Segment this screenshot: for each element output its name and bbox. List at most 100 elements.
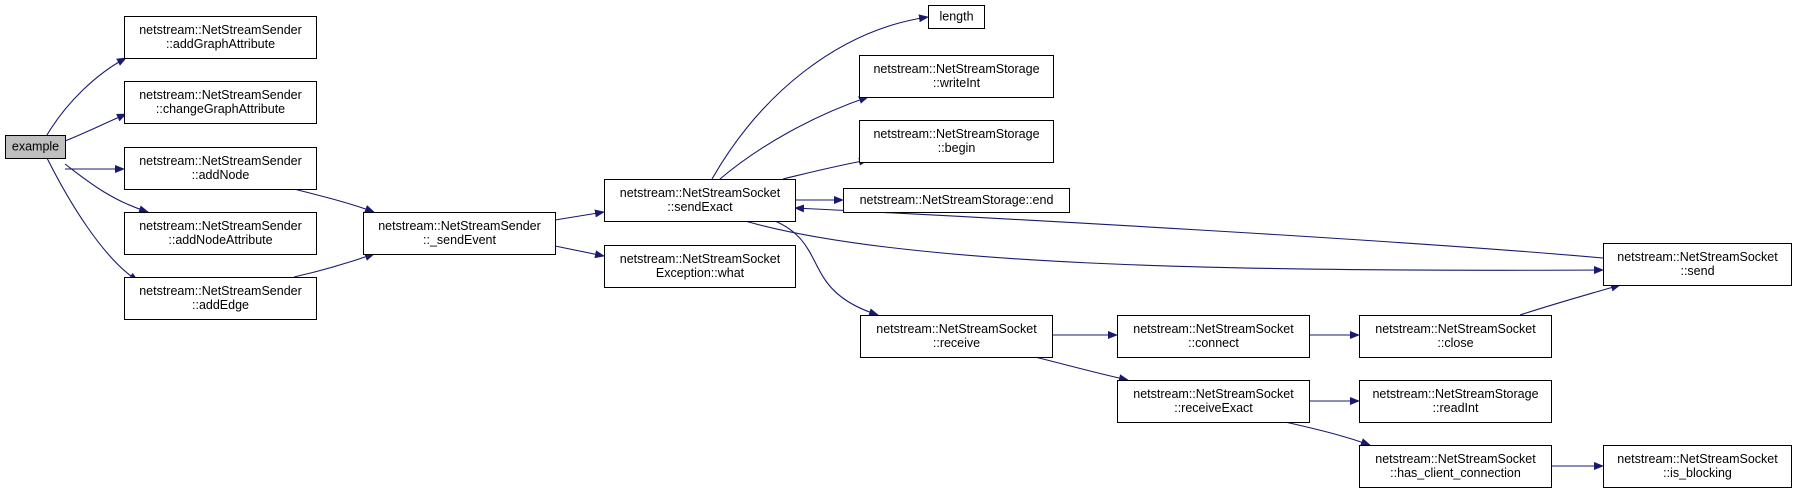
node-box (124, 277, 317, 320)
node-send[interactable]: netstream::NetStreamSocket::send (1603, 243, 1792, 286)
edge-sendEvent-to-what (554, 245, 605, 259)
node-box (1359, 315, 1552, 358)
node-begin[interactable]: netstream::NetStreamStorage::begin (859, 120, 1054, 163)
node-label-line: ::addEdge (192, 298, 249, 312)
node-label-line: ::send (1680, 264, 1714, 278)
edge-sendExact-to-writeInt (719, 96, 869, 180)
node-label-line: netstream::NetStreamSocket (1133, 387, 1294, 401)
node-label-line: ::readInt (1433, 401, 1479, 415)
node-writeInt[interactable]: netstream::NetStreamStorage::writeInt (859, 55, 1054, 98)
node-label-line: netstream::NetStreamStorage (873, 127, 1039, 141)
node-label-line: ::addNode (192, 168, 250, 182)
edge-receive-to-receiveExact (1034, 356, 1129, 383)
node-label-line: netstream::NetStreamStorage (1372, 387, 1538, 401)
edge-example-to-changeGraphAttribute (64, 113, 127, 142)
edges-layer (46, 14, 1621, 470)
node-label-line: ::begin (938, 141, 976, 155)
node-label-line: ::writeInt (933, 76, 981, 90)
node-label-line: netstream::NetStreamStorage (873, 62, 1039, 76)
node-box (1603, 445, 1792, 488)
node-label-line: netstream::NetStreamSocket (620, 186, 781, 200)
node-box (1359, 445, 1552, 488)
node-label-line: ::sendExact (667, 200, 733, 214)
node-box (124, 147, 317, 190)
node-label-line: ::has_client_connection (1390, 466, 1521, 480)
node-box (363, 212, 556, 255)
edge-example-to-addNodeAttribute (64, 163, 149, 214)
node-box (604, 245, 796, 288)
node-label-line: netstream::NetStreamSender (378, 219, 541, 233)
node-box (124, 16, 317, 59)
node-box (1117, 380, 1310, 423)
node-label-line: ::_sendEvent (423, 233, 496, 247)
node-label-line: ::connect (1188, 336, 1239, 350)
node-readInt[interactable]: netstream::NetStreamStorage::readInt (1359, 380, 1552, 423)
node-connect[interactable]: netstream::NetStreamSocket::connect (1117, 315, 1310, 358)
node-label-line: example (12, 140, 59, 154)
edge-example-to-addEdge (46, 157, 139, 282)
node-receiveExact[interactable]: netstream::NetStreamSocket::receiveExact (1117, 380, 1310, 423)
edge-receiveExact-to-has_client_connection (1284, 421, 1371, 446)
node-sendExact[interactable]: netstream::NetStreamSocket::sendExact (604, 179, 796, 222)
node-sendEvent[interactable]: netstream::NetStreamSender::_sendEvent (363, 212, 556, 255)
node-label-line: netstream::NetStreamSocket (620, 252, 781, 266)
edge-addEdge-to-sendEvent (293, 253, 375, 278)
edge-addNode-to-sendEvent (293, 188, 375, 213)
node-is-blocking[interactable]: netstream::NetStreamSocket::is_blocking (1603, 445, 1792, 488)
node-box (843, 188, 1070, 213)
node-label-line: ::close (1437, 336, 1473, 350)
edge-example-to-addGraphAttribute (46, 57, 127, 136)
node-box (1603, 243, 1792, 286)
node-addNode[interactable]: netstream::NetStreamSender::addNode (124, 147, 317, 190)
node-length[interactable]: length (928, 5, 985, 29)
node-has-client-connection[interactable]: netstream::NetStreamSocket::has_client_c… (1359, 445, 1552, 488)
node-close[interactable]: netstream::NetStreamSocket::close (1359, 315, 1552, 358)
node-end[interactable]: netstream::NetStreamStorage::end (843, 188, 1070, 213)
node-label-line: netstream::NetStreamSender (139, 88, 302, 102)
node-label-line: netstream::NetStreamSocket (876, 322, 1037, 336)
node-box (859, 120, 1054, 163)
node-box (604, 179, 796, 222)
node-box (124, 212, 317, 255)
node-label-line: netstream::NetStreamSender (139, 154, 302, 168)
node-label-line: ::addGraphAttribute (166, 37, 275, 51)
node-box (5, 135, 66, 159)
node-label-line: Exception::what (656, 266, 745, 280)
node-addGraphAttribute[interactable]: netstream::NetStreamSender::addGraphAttr… (124, 16, 317, 59)
edge-send-to-sendExact (794, 204, 1604, 259)
node-receive[interactable]: netstream::NetStreamSocket::receive (860, 315, 1053, 358)
node-addEdge[interactable]: netstream::NetStreamSender::addEdge (124, 277, 317, 320)
node-changeGraphAttribute[interactable]: netstream::NetStreamSender::changeGraphA… (124, 81, 317, 124)
node-box (1117, 315, 1310, 358)
edge-sendExact-to-send (744, 220, 1604, 275)
node-label-line: ::receive (933, 336, 980, 350)
node-label-line: netstream::NetStreamSender (139, 284, 302, 298)
node-label-line: netstream::NetStreamSocket (1617, 250, 1778, 264)
edge-sendExact-to-receive (774, 220, 879, 317)
edge-sendEvent-to-sendExact (554, 209, 605, 221)
node-label-line: netstream::NetStreamSocket (1133, 322, 1294, 336)
node-example[interactable]: example (5, 135, 66, 159)
node-label-line: ::changeGraphAttribute (156, 102, 285, 116)
node-label-line: netstream::NetStreamSocket (1375, 322, 1536, 336)
edge-close-to-send (1519, 283, 1621, 316)
nodes-layer: examplenetstream::NetStreamSender::addGr… (5, 5, 1792, 488)
node-what[interactable]: netstream::NetStreamSocketException::wha… (604, 245, 796, 288)
node-box (928, 5, 985, 29)
edge-sendExact-to-length (711, 14, 929, 180)
node-label-line: ::addNodeAttribute (168, 233, 272, 247)
node-box (860, 315, 1053, 358)
node-label-line: netstream::NetStreamSender (139, 219, 302, 233)
node-box (859, 55, 1054, 98)
node-box (1359, 380, 1552, 423)
node-label-line: netstream::NetStreamSocket (1617, 452, 1778, 466)
node-label-line: ::is_blocking (1663, 466, 1732, 480)
node-addNodeAttribute[interactable]: netstream::NetStreamSender::addNodeAttri… (124, 212, 317, 255)
edge-sendExact-to-begin (782, 157, 869, 180)
node-label-line: netstream::NetStreamSocket (1375, 452, 1536, 466)
node-label-line: length (939, 10, 973, 24)
node-box (124, 81, 317, 124)
node-label-line: netstream::NetStreamSender (139, 23, 302, 37)
node-label-line: netstream::NetStreamStorage::end (860, 193, 1054, 207)
